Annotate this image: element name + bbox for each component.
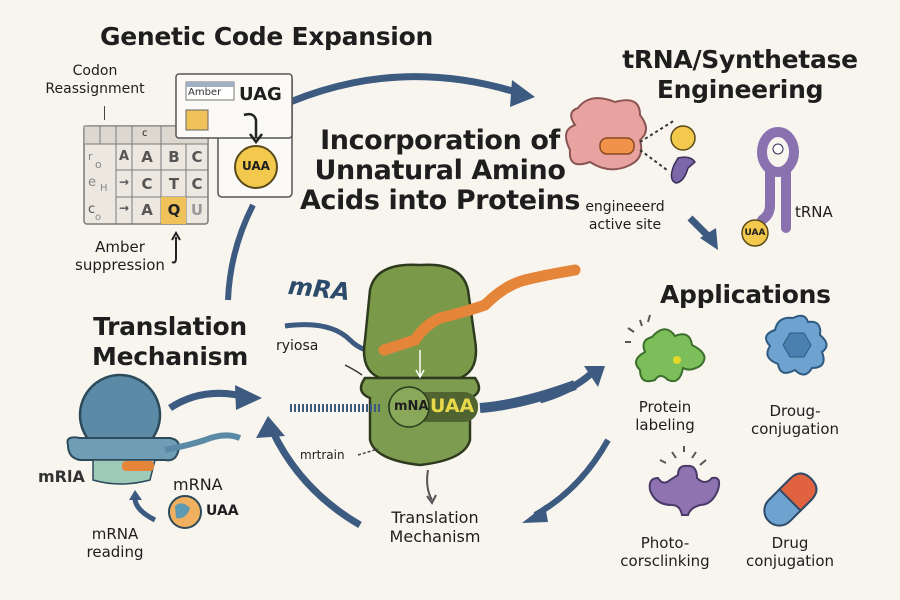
blue-ribosome-icon <box>66 373 242 529</box>
main-title: Incorporation of Unnatural Amino Acids i… <box>299 125 581 216</box>
table-cell: A <box>141 148 153 166</box>
app-label-photo-crosslinking: Photo- corsclinking <box>620 534 710 570</box>
table-side-letter: H <box>100 183 108 194</box>
mrna-label: mRNA <box>173 475 223 494</box>
table-side-letter: c <box>88 202 96 217</box>
arrow-from-bottom-left-head <box>256 416 285 438</box>
genetic-code-heading: Genetic Code Expansion <box>100 22 433 51</box>
uaa-badge: UAA <box>242 159 270 173</box>
arrow-top <box>258 73 529 119</box>
arrow-to-apps-head <box>584 366 605 387</box>
ryiosa-label: ryiosa <box>276 338 319 354</box>
trna-icon <box>741 127 799 247</box>
app-label-drug-conjugation-1: Droug- conjugation <box>750 402 840 438</box>
mria-label: mRlA <box>38 467 85 486</box>
codon-table <box>83 125 209 225</box>
mrtrain-label: mrtrain <box>300 448 345 462</box>
table-cell: → <box>118 201 130 215</box>
stop-codon-label: UAG <box>239 84 282 105</box>
amber-suppression-label: Amber suppression <box>75 238 165 274</box>
capsule-icon <box>763 472 818 527</box>
arrow-from-apps <box>533 438 611 518</box>
applications-heading: Applications <box>660 280 831 309</box>
app-label-drug-conjugation-2: Drug conjugation <box>745 534 835 570</box>
arrow-from-apps-head <box>522 505 548 523</box>
table-cell: → <box>118 175 130 189</box>
synthetase-icon <box>565 97 697 184</box>
peptide-chain <box>378 264 581 356</box>
app-label-protein-labeling: Protein labeling <box>635 398 695 434</box>
table-side-letter: o <box>95 212 102 223</box>
codon-reassignment-label: Codon Reassignment <box>45 63 145 97</box>
table-side-letter: o <box>95 158 102 171</box>
connector <box>104 106 107 120</box>
active-site-label: engineeerd active site <box>585 199 665 233</box>
protein-labeling-icon <box>625 314 706 383</box>
table-header-c: c <box>142 128 148 139</box>
arrow-from-bottom-left <box>268 428 362 529</box>
arrow-small-down <box>426 469 433 501</box>
central-ribosome-icon <box>284 263 581 467</box>
arc-left <box>225 203 256 301</box>
trna-uaa-badge: UAA <box>744 228 766 238</box>
amber-box <box>175 73 293 198</box>
translation-heading: Translation Mechanism <box>92 312 248 371</box>
trna-heading: tRNA/Synthetase Engineering <box>622 45 858 104</box>
table-cell: B <box>168 148 180 166</box>
table-cell-highlight: Q <box>167 201 181 219</box>
table-cell: T <box>168 175 180 193</box>
arrow-left-ribosome-head <box>235 385 262 410</box>
center-uaa-label: UAA <box>430 395 475 417</box>
table-side-letter: e <box>88 175 96 190</box>
mrna-reading-label: mRNA reading <box>86 525 144 561</box>
translation-bottom-label: Translation Mechanism <box>389 508 481 546</box>
table-cell: C <box>191 175 203 193</box>
table-cell: U <box>190 201 204 219</box>
table-cell: C <box>141 175 153 193</box>
photo-crosslinking-icon <box>648 446 721 516</box>
table-cell: C <box>191 148 203 166</box>
table-side-letter: r <box>88 150 93 163</box>
arrow-trna-down-head <box>700 228 718 250</box>
trna-label: tRNA <box>795 203 833 221</box>
table-cell: A <box>118 149 130 164</box>
mna-label: mNA <box>394 399 429 414</box>
arrow-top-head <box>510 80 535 107</box>
table-cell: A <box>141 201 153 219</box>
drug-conjugation-gear-icon <box>765 314 828 376</box>
amber-box-label: Amber <box>188 87 222 98</box>
left-uaa-label: UAA <box>206 503 239 519</box>
